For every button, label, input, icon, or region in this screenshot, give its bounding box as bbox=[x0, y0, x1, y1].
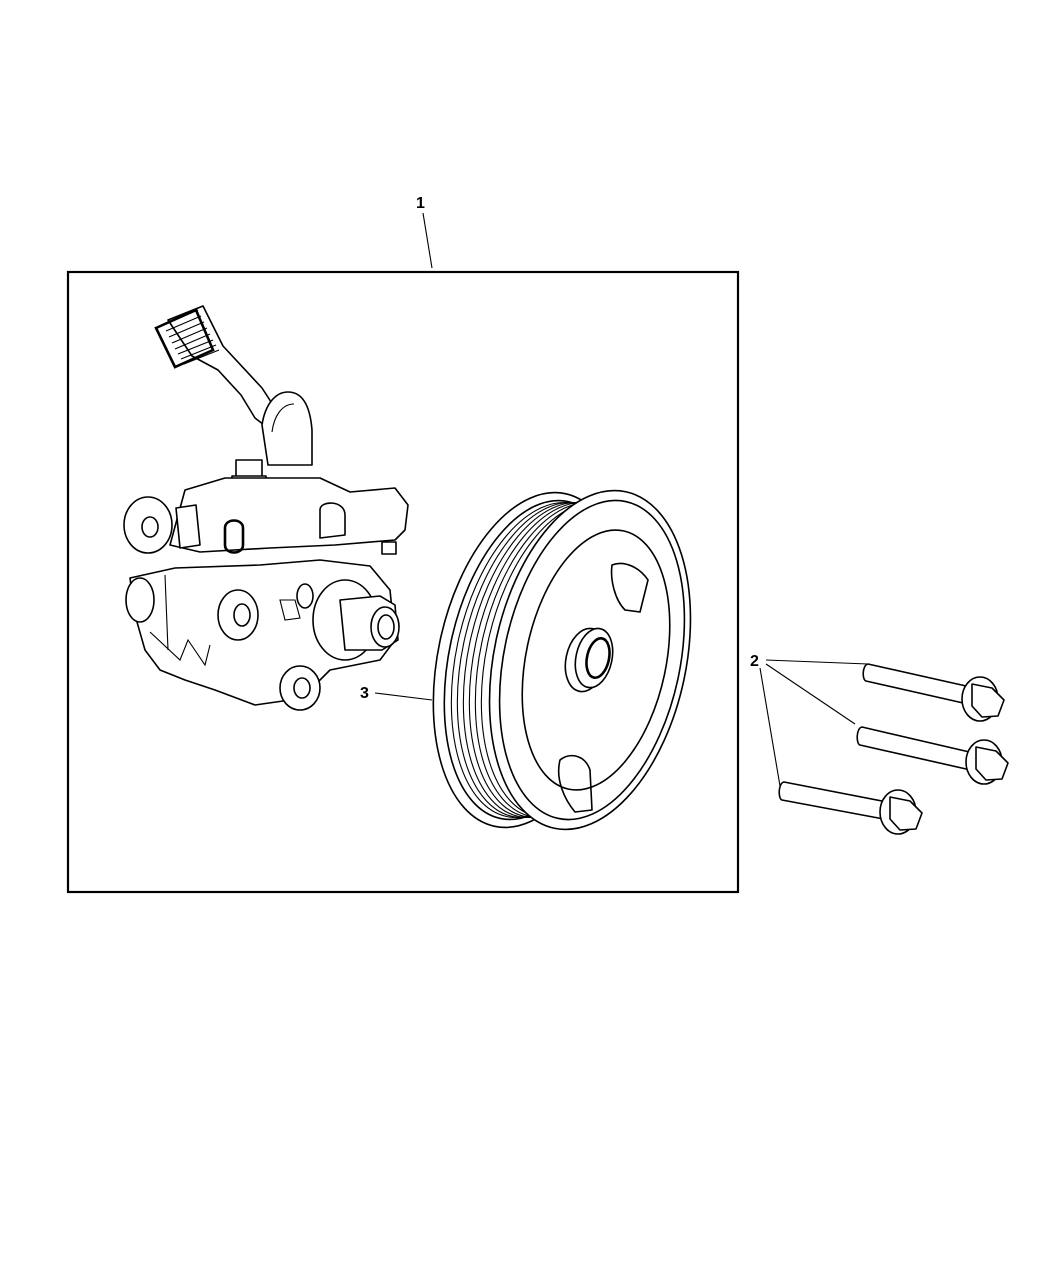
power-steering-pump-icon bbox=[123, 305, 409, 711]
bolt-icon-bottom bbox=[778, 781, 923, 835]
callout-1-label: 1 bbox=[416, 195, 425, 212]
callout-2-label: 2 bbox=[750, 653, 759, 670]
callout-3-label: 3 bbox=[360, 685, 369, 702]
pulley-icon bbox=[432, 489, 692, 831]
bolt-icon-middle bbox=[856, 726, 1009, 785]
bolt-icon-top bbox=[862, 663, 1005, 722]
callout-2: 2 bbox=[750, 653, 869, 787]
callout-3: 3 bbox=[360, 685, 433, 702]
callout-1: 1 bbox=[416, 195, 433, 269]
assembly-frame bbox=[66, 270, 740, 894]
